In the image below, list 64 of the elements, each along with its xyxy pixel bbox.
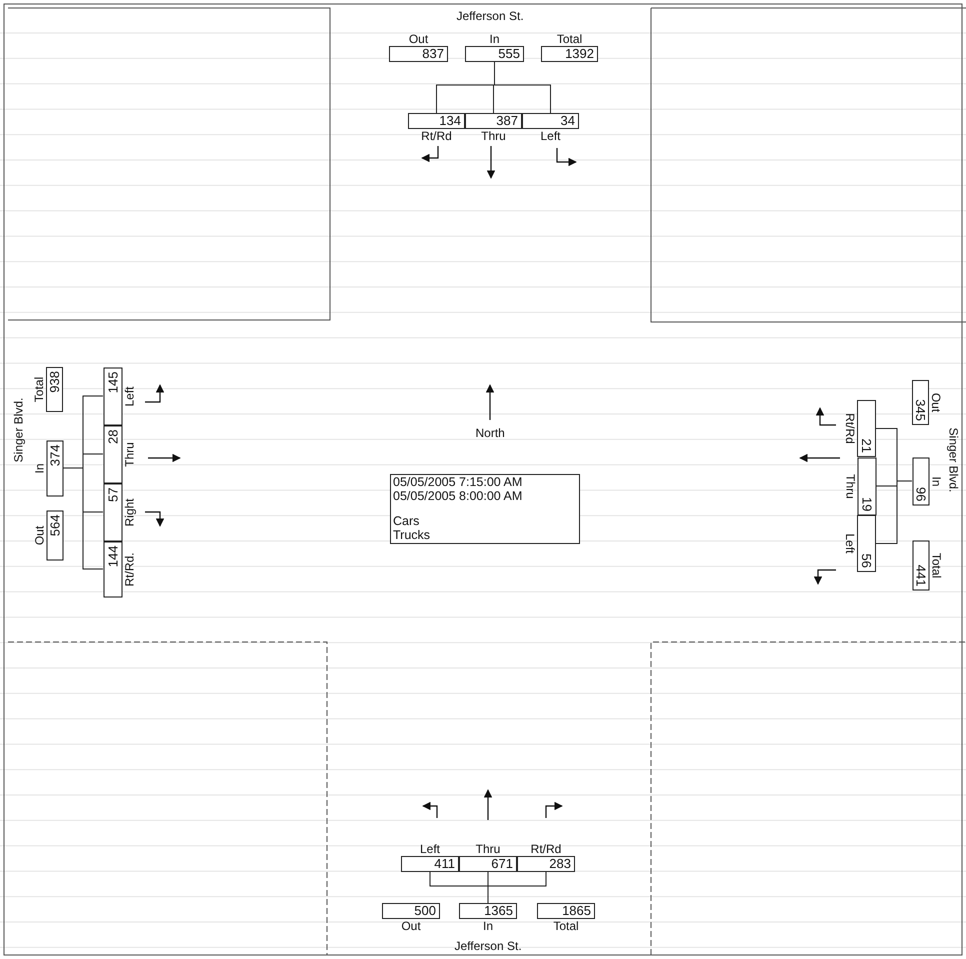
column-heading: Right <box>122 497 136 528</box>
count-box: 411 <box>401 856 459 872</box>
count-box: 56 <box>857 515 876 572</box>
count-box: 500 <box>382 903 440 919</box>
column-heading: In <box>32 462 46 476</box>
north-label: North <box>476 426 505 440</box>
count-box: 1392 <box>541 46 598 62</box>
column-heading: Total <box>556 32 584 46</box>
column-heading: Thru <box>843 472 857 500</box>
count-box: 1865 <box>537 903 595 919</box>
count-box: 28 <box>103 425 122 483</box>
info-text: 05/05/2005 7:15:00 AM <box>393 476 524 490</box>
column-heading: Left <box>418 842 441 856</box>
street-name: Jefferson St. <box>454 939 522 953</box>
connector-line <box>494 62 551 114</box>
column-heading: Total <box>929 551 943 580</box>
column-heading: Out <box>408 32 430 46</box>
count-box: 283 <box>517 856 575 872</box>
connector-line <box>488 872 546 904</box>
info-box <box>390 474 580 544</box>
count-box: 34 <box>522 113 579 129</box>
count-box: 671 <box>459 856 517 872</box>
column-heading: Rt/Rd <box>530 842 562 856</box>
count-box: 1365 <box>459 903 517 919</box>
column-heading: Total <box>32 376 46 404</box>
connector-line <box>876 480 912 544</box>
count-box: 555 <box>465 46 524 62</box>
connector-line <box>62 468 104 570</box>
info-text: Trucks <box>393 528 432 542</box>
count-box: 374 <box>46 440 63 496</box>
count-box: 57 <box>103 483 122 541</box>
count-box: 134 <box>408 113 465 129</box>
column-heading: Rt/Rd. <box>122 551 136 588</box>
column-heading: In <box>482 919 494 933</box>
column-heading: Thru <box>480 129 507 143</box>
column-heading: Rt/Rd <box>843 412 857 446</box>
column-heading: In <box>488 32 500 46</box>
count-box: 564 <box>46 510 63 560</box>
column-heading: Left <box>843 532 857 556</box>
count-box: 837 <box>389 46 448 62</box>
count-box: 441 <box>912 540 929 590</box>
count-box: 144 <box>103 541 122 597</box>
count-box: 387 <box>465 113 522 129</box>
column-heading: Thru <box>122 440 136 469</box>
column-heading: In <box>929 474 943 488</box>
column-heading: Total <box>552 919 580 933</box>
count-box: 96 <box>912 457 929 505</box>
street-name: Singer Blvd. <box>946 428 960 492</box>
column-heading: Out <box>400 919 422 933</box>
info-text: 05/05/2005 8:00:00 AM <box>393 490 524 503</box>
count-box: 938 <box>46 367 63 412</box>
column-heading: Thru <box>474 842 502 856</box>
column-heading: Rt/Rd <box>420 129 453 143</box>
count-box: 145 <box>103 367 122 425</box>
street-name: Jefferson St. <box>456 9 524 23</box>
info-text: Cars <box>393 515 420 528</box>
count-box: 19 <box>857 457 876 515</box>
count-box: 21 <box>857 400 876 457</box>
count-box: 345 <box>912 380 929 425</box>
street-name: Singer Blvd. <box>10 398 25 462</box>
column-heading: Out <box>929 392 943 414</box>
column-heading: Left <box>539 129 562 143</box>
column-heading: Left <box>122 385 136 408</box>
column-heading: Out <box>32 524 46 547</box>
